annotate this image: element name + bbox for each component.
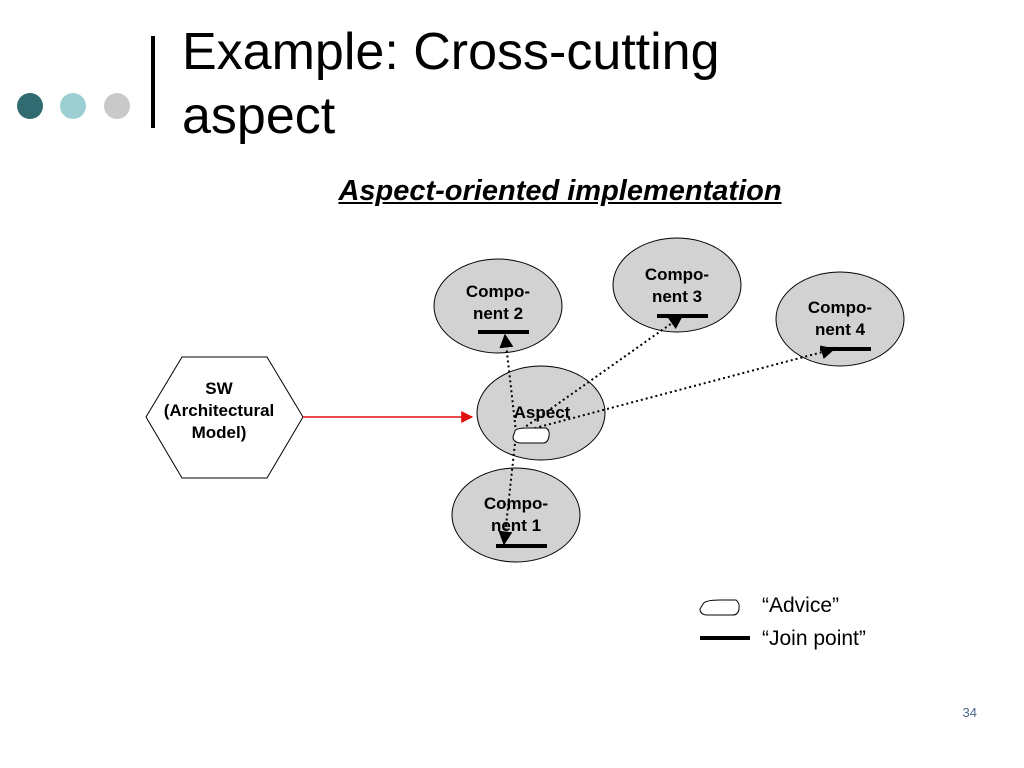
component-1-label: Compo- nent 1 [466,493,566,537]
title-divider [151,36,155,128]
slide-title: Example: Cross-cutting aspect [182,20,720,148]
join-point-2 [478,330,529,334]
slide-subtitle: Aspect-oriented implementation [338,175,782,207]
advice-to-component-3 [517,315,684,433]
component-4-node [775,271,905,367]
legend-join-point-icon [700,636,750,640]
legend-advice-label: “Advice” [762,594,840,617]
component-2-node [433,258,563,354]
advice-icon [512,427,550,444]
legend-advice-icon [699,599,740,616]
component-2-line-1: Compo- [465,282,531,301]
sw-label-line-1: SW [205,379,233,398]
dot-light [60,93,86,119]
component-1-line-1: Compo- [483,494,549,513]
sw-label-line-2: (Architectural [163,401,275,420]
dot-dark [17,93,43,119]
legend-join-point-label: “Join point” [762,627,866,650]
component-3-line-1: Compo- [644,265,710,284]
component-1-node [451,467,581,563]
page-number: 34 [962,705,977,720]
component-4-line-2: nent 4 [814,320,866,339]
component-1-line-2: nent 1 [490,516,542,535]
join-point-1 [496,544,547,548]
title-line-2: aspect [182,87,336,145]
dot-gray [104,93,130,119]
component-2-label: Compo- nent 2 [448,281,548,325]
title-line-1: Example: Cross-cutting [182,23,720,81]
component-4-line-1: Compo- [807,298,873,317]
component-2-line-2: nent 2 [472,304,524,323]
advice-to-component-2 [499,333,517,433]
join-point-3 [657,314,708,318]
sw-model-label: SW (Architectural Model) [144,378,294,444]
aspect-label: Aspect [513,403,571,422]
component-4-label: Compo- nent 4 [790,297,890,341]
component-3-node [612,237,742,333]
component-3-label: Compo- nent 3 [627,264,727,308]
aspect-node [476,365,606,461]
component-3-line-2: nent 3 [651,287,703,306]
join-point-4 [820,347,871,351]
decorative-dots [17,93,130,119]
advice-to-component-4 [519,345,836,433]
sw-label-line-3: Model) [191,423,247,442]
advice-to-component-1 [498,433,517,546]
